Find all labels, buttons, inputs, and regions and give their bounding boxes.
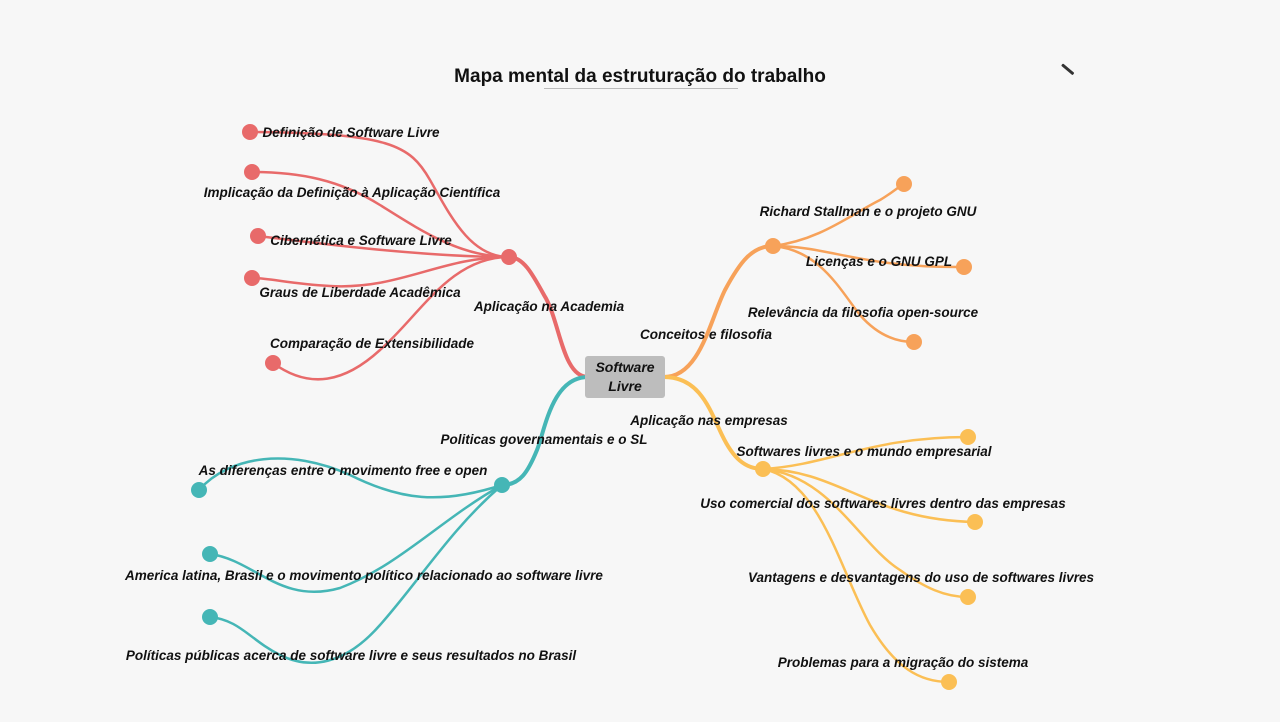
node-implicacao[interactable]	[244, 164, 260, 180]
edge-diferencas	[198, 457, 503, 499]
node-america[interactable]	[202, 546, 218, 562]
node-conceitos[interactable]	[765, 238, 781, 254]
branch-label-politicas[interactable]: Politicas governamentais e o SL	[440, 432, 648, 447]
node-definicao[interactable]	[242, 124, 258, 140]
page-title: Mapa mental da estruturação do trabalho	[454, 66, 826, 87]
trunk-academia	[507, 255, 590, 379]
leaf-label-politicas-publicas[interactable]: Políticas públicas acerca de software li…	[125, 648, 577, 663]
edge-mundo-empresarial	[762, 435, 969, 471]
edge-politicas-publicas	[209, 484, 503, 665]
edge-implicacao	[251, 170, 510, 259]
node-comparacao[interactable]	[265, 355, 281, 371]
branch-label-conceitos[interactable]: Conceitos e filosofia	[639, 327, 773, 342]
node-graus[interactable]	[244, 270, 260, 286]
leaf-label-implicacao[interactable]: Implicação da Definição à Aplicação Cien…	[203, 185, 501, 200]
leaf-label-graus[interactable]: Graus de Liberdade Acadêmica	[259, 285, 461, 300]
edge-definicao	[249, 130, 510, 259]
trunk-conceitos	[662, 244, 775, 379]
leaf-label-stallman[interactable]: Richard Stallman e o projeto GNU	[759, 204, 977, 219]
leaf-label-licencas[interactable]: Licenças e o GNU GPL	[805, 254, 953, 269]
edge-uso-comercial	[762, 467, 976, 524]
edge-graus	[251, 255, 510, 288]
node-problemas[interactable]	[941, 674, 957, 690]
node-cibernetica[interactable]	[250, 228, 266, 244]
node-academia[interactable]	[501, 249, 517, 265]
edge-licencas	[772, 244, 965, 269]
trunk-empresas	[662, 375, 765, 471]
leaf-label-problemas[interactable]: Problemas para a migração do sistema	[777, 655, 1029, 670]
center-node[interactable]: Software Livre	[585, 356, 665, 398]
leaf-label-vantagens[interactable]: Vantagens e desvantagens do uso de softw…	[747, 570, 1095, 585]
leaf-label-cibernetica[interactable]: Cibernética e Software Livre	[270, 233, 452, 248]
node-relevancia[interactable]	[906, 334, 922, 350]
edge-relevancia	[772, 244, 915, 344]
trunk-politicas	[500, 375, 590, 487]
leaf-label-america[interactable]: America latina, Brasil e o movimento pol…	[125, 568, 603, 583]
node-mundo-empresarial[interactable]	[960, 429, 976, 445]
node-uso-comercial[interactable]	[967, 514, 983, 530]
node-vantagens[interactable]	[960, 589, 976, 605]
node-politicas-publicas[interactable]	[202, 609, 218, 625]
node-politicas[interactable]	[494, 477, 510, 493]
leaf-label-comparacao[interactable]: Comparação de Extensibilidade	[269, 336, 475, 351]
leaf-label-relevancia[interactable]: Relevância da filosofia open-source	[747, 305, 979, 320]
node-empresas[interactable]	[755, 461, 771, 477]
node-diferencas[interactable]	[191, 482, 207, 498]
edge-vantagens	[762, 467, 969, 599]
branch-label-empresas[interactable]: Aplicação nas empresas	[630, 413, 788, 428]
edge-problemas	[762, 467, 950, 684]
edge-america	[209, 483, 503, 594]
edge-cibernetica	[257, 234, 510, 259]
leaf-label-uso-comercial[interactable]: Uso comercial dos softwares livres dentr…	[700, 496, 1066, 511]
node-stallman[interactable]	[896, 176, 912, 192]
edge-comparacao	[272, 255, 510, 381]
leaf-label-diferencas[interactable]: As diferenças entre o movimento free e o…	[198, 463, 488, 478]
node-licencas[interactable]	[956, 259, 972, 275]
branch-label-academia[interactable]: Aplicação na Academia	[473, 299, 625, 314]
leaf-label-mundo-empresarial[interactable]: Softwares livres e o mundo empresarial	[736, 444, 992, 459]
leaf-label-definicao[interactable]: Definição de Software Livre	[262, 125, 440, 140]
title-underline	[544, 88, 738, 89]
